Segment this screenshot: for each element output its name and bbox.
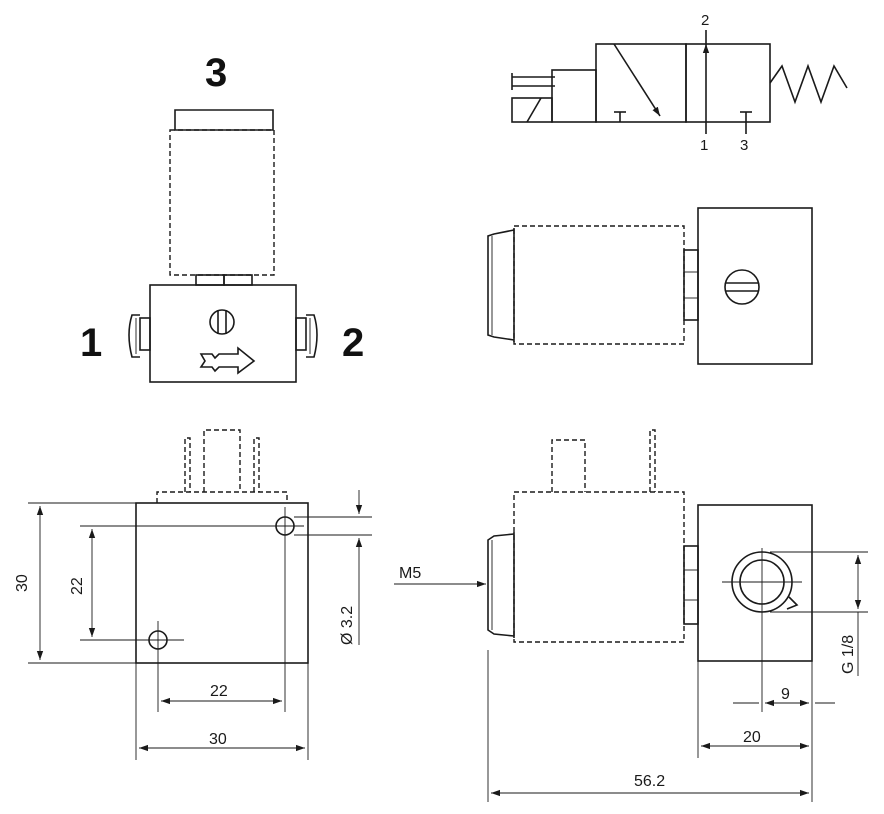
dim-thread-m5: M5 [399, 565, 421, 582]
screw-head-side [724, 269, 760, 305]
fitting-right [295, 317, 307, 351]
dimensioned-front-view: 30 22 Ø 3.2 22 30 [14, 429, 372, 760]
coil-nut-left [195, 274, 225, 286]
fitting-left [139, 317, 151, 351]
thread-arrow [786, 596, 799, 610]
dim-width-20: 20 [743, 729, 761, 746]
dim-height-30: 30 [14, 574, 31, 592]
connector-pin-side [551, 439, 586, 492]
dim-hole-diameter: Ø 3.2 [339, 606, 356, 645]
coil-cap [174, 109, 274, 131]
coil-cap-side [487, 229, 515, 341]
coil-body-side-dim [513, 491, 685, 643]
spring-icon [769, 63, 848, 105]
dim-width-22: 22 [210, 683, 228, 700]
symbol-port-3: 3 [740, 137, 748, 154]
screw-head [209, 309, 235, 335]
fitting-left-ring [128, 314, 140, 358]
dimensioned-side-view: M5 G 1/8 9 20 56.2 [394, 429, 868, 802]
block-outline [135, 502, 309, 664]
dim-width-30: 30 [209, 731, 227, 748]
fitting-right-ring [306, 314, 318, 358]
nut-side [683, 249, 699, 321]
connector-lug-right [253, 437, 260, 492]
valve-square-right [685, 43, 771, 123]
coil-outline [156, 491, 288, 503]
coil-body-side [513, 225, 685, 345]
pneumatic-symbol: 2 1 3 [511, 12, 848, 154]
valve-block-side-dim [697, 504, 813, 662]
port-label-1: 1 [80, 321, 102, 365]
valve-block-side [697, 207, 813, 365]
actuator-box [551, 69, 597, 123]
connector-lug-side [649, 429, 656, 492]
side-view [487, 207, 813, 365]
connector-lug-left [184, 437, 191, 492]
flow-direction-icon [199, 346, 256, 375]
valve-square-left [595, 43, 687, 123]
connector-pin [203, 429, 241, 492]
dim-thread-g18: G 1/8 [840, 635, 857, 674]
port-label-3: 3 [205, 51, 227, 95]
nut-side-dim [683, 545, 699, 625]
solenoid-box [511, 97, 553, 123]
symbol-port-1: 1 [700, 137, 708, 154]
coil-cap-side-dim [487, 533, 515, 637]
front-view: 3 1 2 [80, 51, 364, 383]
coil-nut-right [223, 274, 253, 286]
coil-body [169, 129, 275, 276]
dim-offset-9: 9 [781, 686, 790, 703]
dim-height-22: 22 [69, 577, 86, 595]
symbol-port-2: 2 [701, 12, 709, 29]
dim-total-56-2: 56.2 [634, 773, 665, 790]
port-label-2: 2 [342, 321, 364, 365]
